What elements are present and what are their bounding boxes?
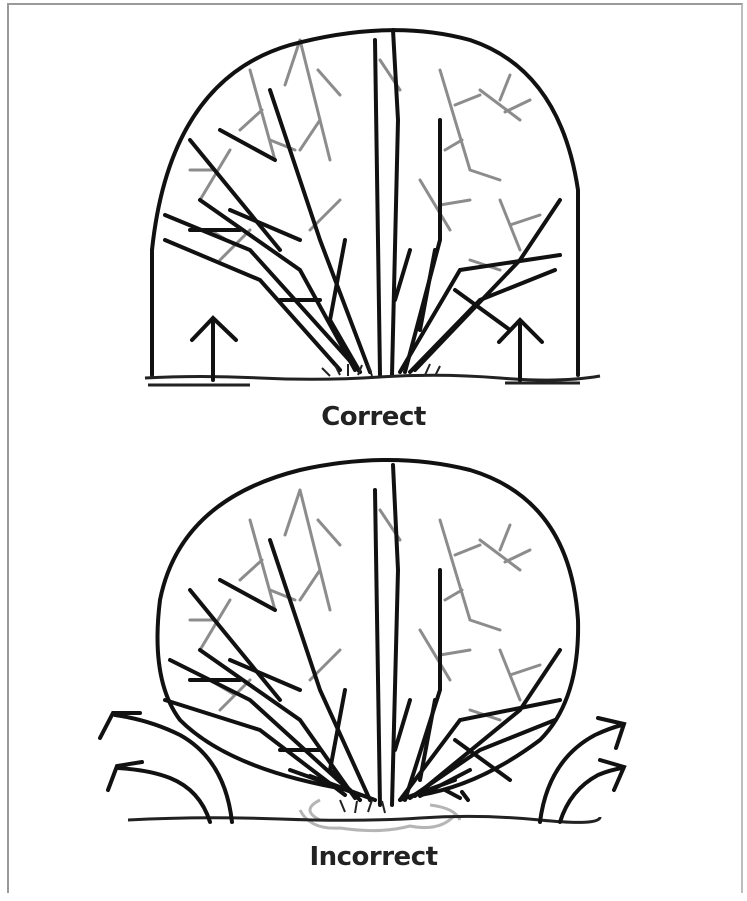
incorrect-panel: [100, 460, 624, 831]
correct-light-twigs: [190, 40, 540, 270]
correct-arrow-left: [192, 318, 236, 380]
correct-panel: [145, 30, 600, 385]
caption-incorrect: Incorrect: [0, 842, 747, 872]
caption-correct: Correct: [0, 402, 747, 432]
incorrect-ground-line: [128, 816, 600, 822]
incorrect-dark-stems: [165, 465, 560, 805]
incorrect-arrows-left: [100, 713, 232, 822]
incorrect-light-twigs: [190, 490, 540, 720]
incorrect-arrows-right: [540, 718, 624, 822]
